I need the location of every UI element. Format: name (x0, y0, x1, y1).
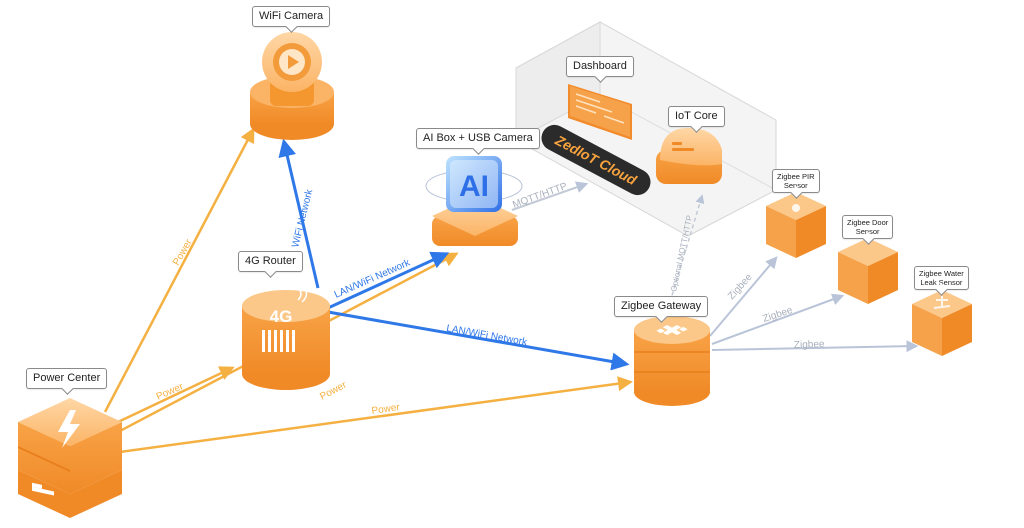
label-power-aibox: Power (318, 379, 349, 402)
label-wifi-camera: WiFi Camera (252, 6, 331, 33)
dashboard-text: Dashboard (573, 60, 627, 72)
label-door-sensor: Zigbee Door Sensor (842, 215, 894, 245)
pir-sensor-device (766, 192, 826, 258)
label-zigbee-water: Zigbee (794, 339, 825, 351)
label-dashboard: Dashboard (566, 56, 634, 83)
label-wifi-network: WiFi Network (290, 187, 315, 248)
label-iot-core: IoT Core (668, 106, 725, 133)
door-sensor-line1: Zigbee Door (847, 218, 889, 227)
label-ai-box: AI Box + USB Camera (416, 128, 540, 155)
edge-power-gateway (119, 376, 633, 454)
water-sensor-line1: Zigbee Water (919, 269, 964, 278)
label-lan-gateway: LAN/WiFi Network (445, 323, 528, 348)
edge-power-camera (103, 127, 255, 413)
edge-wifi-camera (278, 138, 320, 289)
iot-core-device (656, 128, 722, 184)
edge-lan-aibox (327, 251, 450, 310)
pir-sensor-line1: Zigbee PIR (777, 172, 815, 181)
ai-box-device: AI (425, 156, 523, 246)
edge-zigbee-pir (709, 256, 778, 337)
iot-core-text: IoT Core (675, 110, 718, 122)
zigbee-edges (511, 181, 919, 353)
label-power-center: Power Center (26, 368, 108, 395)
router-text: 4G Router (245, 255, 296, 267)
wifi-camera-device (250, 32, 334, 140)
router-device: 4G (242, 284, 330, 390)
edge-lan-gateway (327, 310, 630, 371)
label-router: 4G Router (238, 251, 303, 278)
edge-mqtt-aibox (511, 181, 589, 211)
label-power-camera: Power (171, 237, 195, 268)
door-sensor-device (838, 238, 898, 304)
edge-zigbee-water (711, 340, 919, 353)
label-mqtt-aibox: MQTT/HTTP (511, 181, 569, 211)
edge-mqtt-gateway (669, 194, 705, 303)
ai-glyph: AI (459, 170, 489, 203)
dashboard-device (568, 84, 632, 140)
label-zigbee-door: Zigbee (762, 305, 795, 325)
label-zigbee-gateway: Zigbee Gateway (614, 296, 709, 323)
zigbee-gateway-text: Zigbee Gateway (621, 300, 702, 312)
label-water-sensor: Zigbee Water Leak Sensor (914, 266, 969, 296)
ai-box-text: AI Box + USB Camera (423, 132, 533, 144)
power-edges (103, 127, 633, 454)
pir-sensor-line2: Sensor (784, 181, 808, 190)
edge-zigbee-door (711, 293, 845, 345)
wifi-camera-text: WiFi Camera (259, 10, 324, 22)
network-edges (278, 138, 630, 371)
power-center-device (18, 398, 122, 518)
zigbee-gateway-device (634, 316, 710, 406)
water-sensor-line2: Leak Sensor (920, 278, 963, 287)
label-power-gateway: Power (371, 402, 401, 417)
door-sensor-line2: Sensor (856, 227, 880, 236)
power-center-text: Power Center (33, 372, 101, 384)
water-sensor-device (912, 290, 972, 356)
label-pir-sensor: Zigbee PIR Sensor (772, 169, 820, 199)
router-glyph: 4G (270, 307, 293, 326)
edge-power-router (117, 366, 235, 424)
label-lan-aibox: LAN/WiFi Network (333, 257, 413, 301)
